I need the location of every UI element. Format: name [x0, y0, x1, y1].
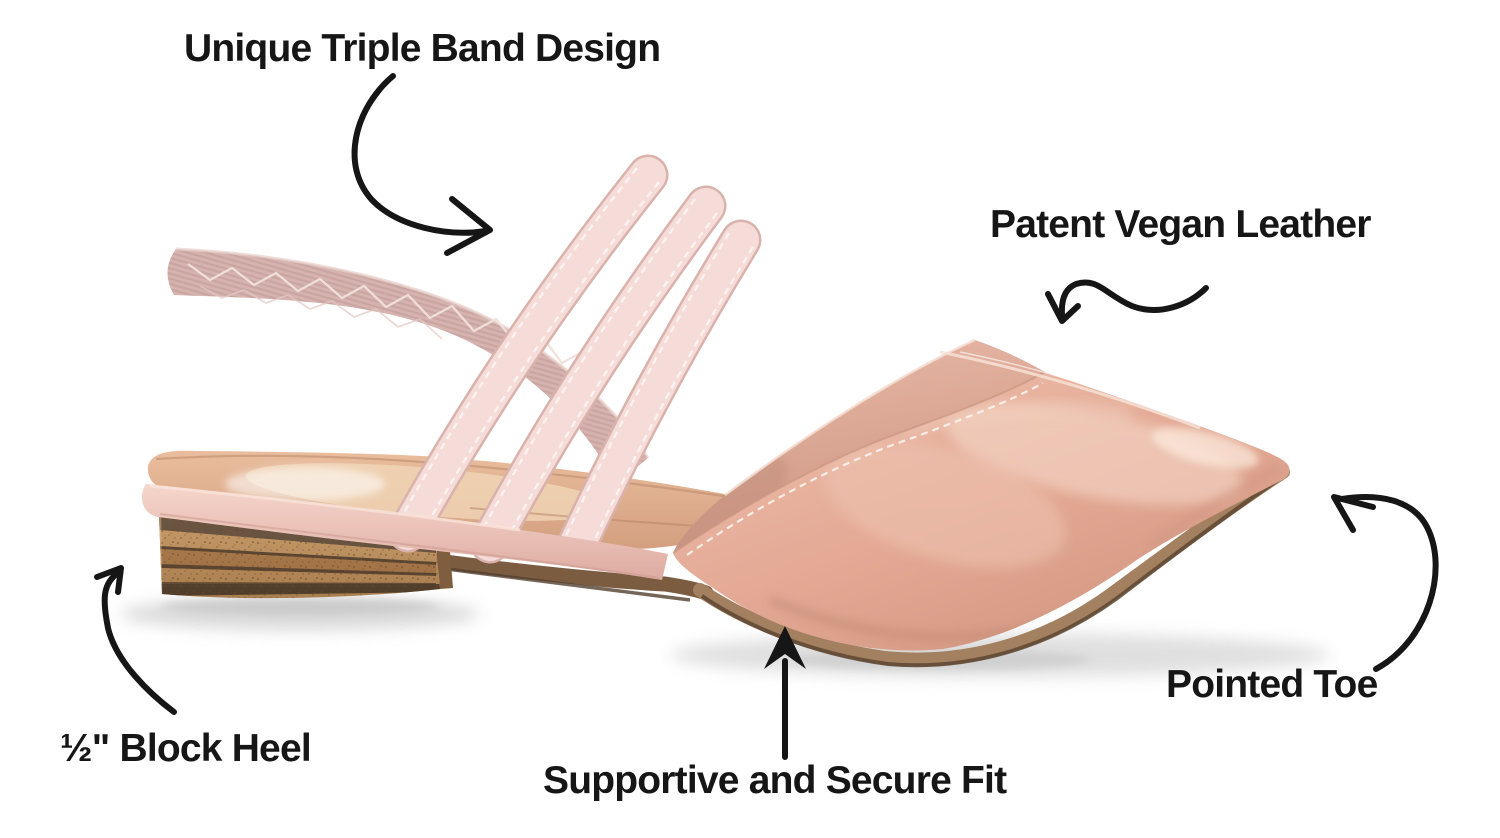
shoe-midsole-rim — [142, 484, 668, 580]
label-pointed-toe: Pointed Toe — [1166, 663, 1378, 706]
arrow-secure-fit-icon — [764, 626, 806, 760]
arrow-patent-leather-icon — [1045, 279, 1209, 324]
shoe-strap-3 — [555, 219, 762, 568]
shoe-vamp-pointed-toe — [672, 350, 1290, 651]
label-block-heel: ½" Block Heel — [60, 727, 312, 770]
shoe-elastic-slingback-band — [167, 247, 650, 484]
arrow-pointed-toe-icon — [1331, 494, 1439, 672]
arrow-block-heel-icon — [94, 565, 177, 715]
label-secure-fit: Supportive and Secure Fit — [543, 759, 1007, 802]
shoe-strap-1 — [387, 154, 669, 553]
label-triple-band: Unique Triple Band Design — [184, 27, 661, 70]
shoe-triple-straps — [387, 154, 762, 568]
label-patent-leather: Patent Vegan Leather — [990, 203, 1371, 246]
shoe-strap-2 — [469, 185, 727, 564]
arrow-triple-band-icon — [351, 73, 493, 256]
